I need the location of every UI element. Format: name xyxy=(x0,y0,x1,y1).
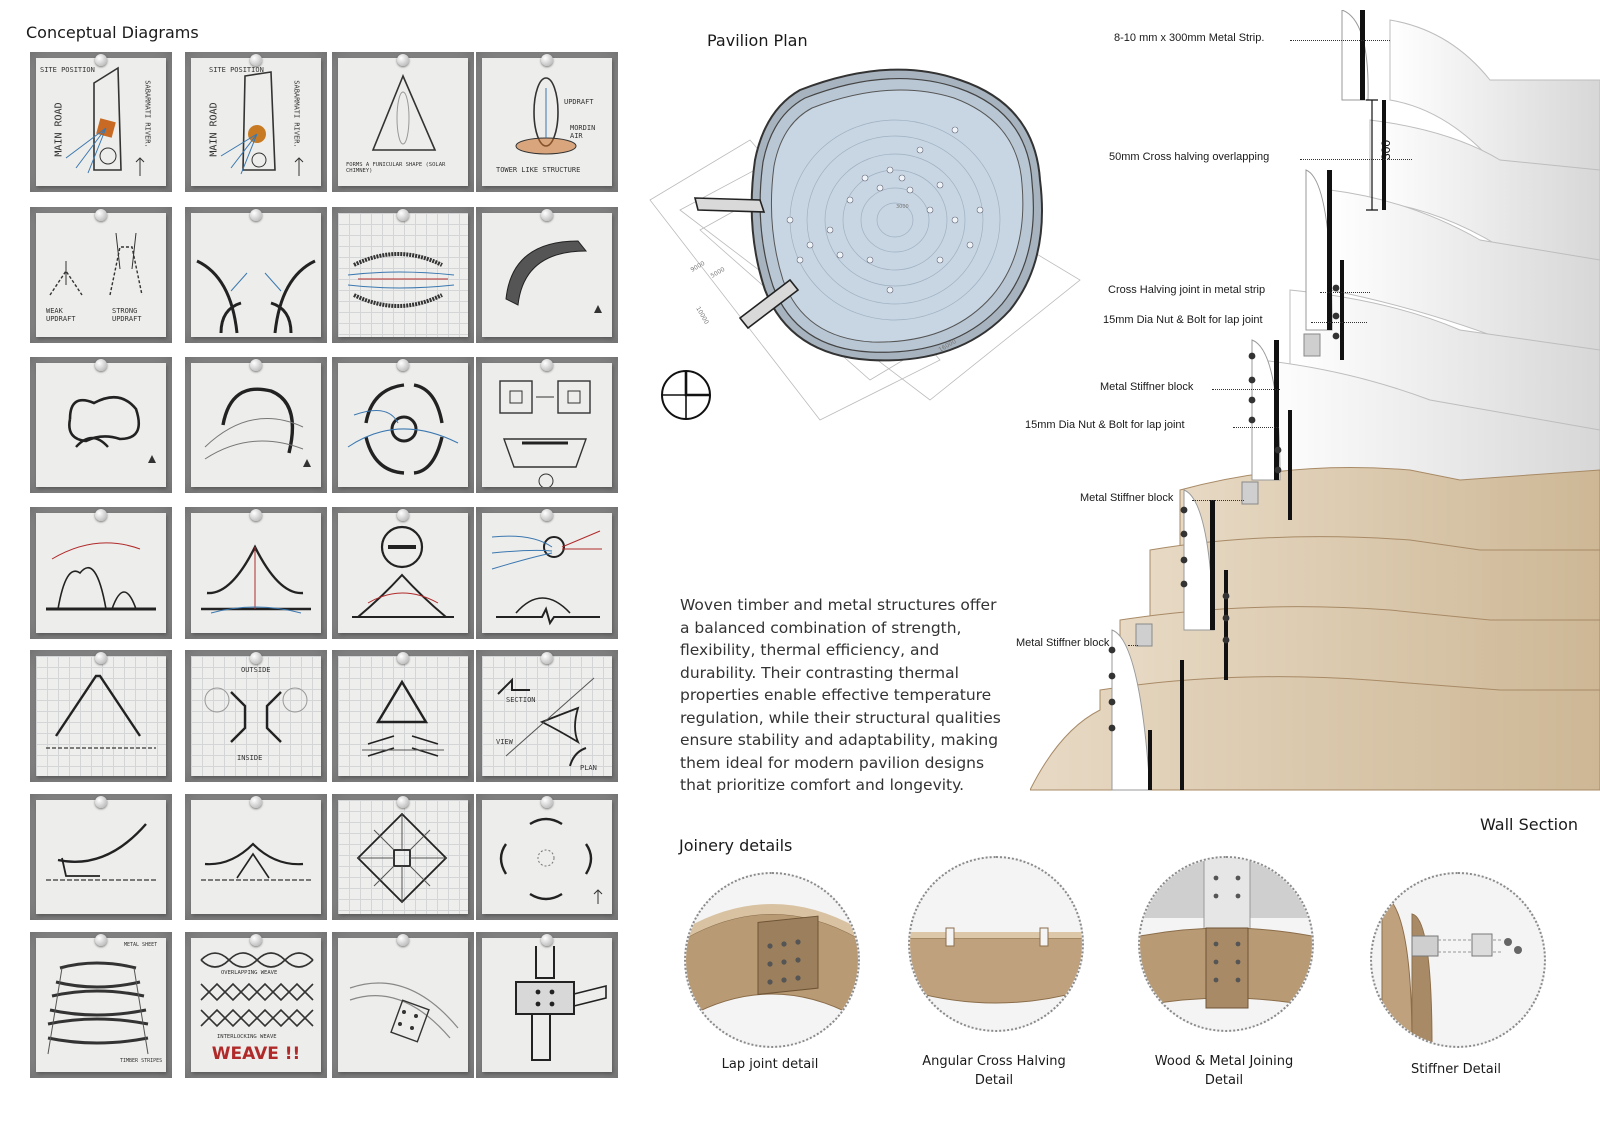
sketch-label-section: Section xyxy=(506,696,536,704)
callout-nut-bolt-1: 15mm Dia Nut & Bolt for lap joint xyxy=(1103,314,1263,326)
plan-dim-3000: 3000 xyxy=(896,204,909,210)
leader-line xyxy=(1233,427,1279,428)
stiffner-detail-image xyxy=(1370,872,1546,1048)
leader-line xyxy=(1128,645,1138,646)
sketch-arc-wall xyxy=(476,207,618,343)
sketch-square-section xyxy=(476,357,618,493)
sketch-updraft-comparison: Weak updraft Strong updraft xyxy=(30,207,172,343)
sketch-label-river: SABARMATI RIVER. xyxy=(292,80,301,148)
joinery-label-stiffner: Stiffner Detail xyxy=(1411,1062,1501,1077)
joinery-label-lap: Lap joint detail xyxy=(721,1057,819,1072)
leader-line xyxy=(1212,389,1280,390)
leader-line xyxy=(1290,40,1390,41)
sketch-label-funicular: Forms a funicular shape (solar chimney) xyxy=(346,162,446,174)
sketch-joint-block xyxy=(476,932,618,1078)
sketch-label-view: View xyxy=(496,738,513,746)
sketch-flow-lines xyxy=(332,207,474,343)
angular-cross-halving-detail-image xyxy=(908,856,1084,1032)
sketch-label-main-road: MAIN ROAD xyxy=(208,102,220,157)
sketch-label-weak-updraft: Weak updraft xyxy=(46,307,76,323)
sketch-label-main-road: MAIN ROAD xyxy=(53,102,65,157)
sketch-label-updraft: Updraft xyxy=(564,98,594,106)
plan-dim-9000: 9000 xyxy=(690,260,707,274)
sketch-label-tower: Tower like structure xyxy=(496,166,581,174)
sketch-tent-section-2 xyxy=(185,507,327,639)
sketch-label-outside: Outside xyxy=(241,666,271,674)
sketch-inside-outside: Outside Inside xyxy=(185,650,327,782)
dimension-300-label: 300 xyxy=(1379,140,1393,160)
leader-line xyxy=(1300,159,1412,160)
joinery-details-title: Joinery details xyxy=(679,836,793,855)
sketch-label-river: SABARMATI RIVER. xyxy=(143,80,152,148)
sketch-label-interlocking-weave: Interlocking weave xyxy=(217,1034,277,1040)
lap-joint-detail-image xyxy=(684,872,860,1048)
sketch-peanut-plan xyxy=(30,357,172,493)
sketch-tower-structure: Updraft Mordin Air Tower like structure xyxy=(476,52,618,192)
sketch-diamond-plan xyxy=(332,794,474,920)
wall-section-illustration: 300 xyxy=(1030,10,1600,791)
joinery-label-angular: Angular Cross Halving Detail xyxy=(922,1054,1066,1088)
sketch-curved-strip-bolts xyxy=(332,932,474,1078)
sketch-section-view-plan: Section View Plan xyxy=(476,650,618,782)
sketch-label-overlapping-weave: Overlapping weave xyxy=(221,970,278,976)
sketch-four-arcs-plan xyxy=(476,794,618,920)
pavilion-plan-title: Pavilion Plan xyxy=(707,31,808,50)
sketch-triangle-roof xyxy=(30,650,172,782)
north-arrow-icon xyxy=(661,370,711,420)
callout-cross-halving-overlap: 50mm Cross halving overlapping xyxy=(1109,151,1270,163)
plan-dim-10000: 10000 xyxy=(694,306,710,326)
conceptual-diagrams-title: Conceptual Diagrams xyxy=(26,23,199,42)
plan-dim-5000: 5000 xyxy=(710,266,727,280)
description-paragraph: Woven timber and metal structures offer … xyxy=(680,596,1001,794)
callout-stiffner-2: Metal Stiffner block xyxy=(1080,492,1174,504)
sketch-air-flow xyxy=(476,507,618,639)
callout-metal-strip: 8-10 mm x 300mm Metal Strip. xyxy=(1114,32,1265,44)
pavilion-plan-drawing: 9000 5000 10000 16000 3000 xyxy=(649,68,1081,421)
sketch-label-weave: WEAVE !! xyxy=(211,1044,301,1064)
sketch-weave-patterns: Overlapping weave Interlocking weave WEA… xyxy=(185,932,327,1078)
sketch-label-mordin-air: Mordin Air xyxy=(570,124,596,140)
sketch-canopy-curve xyxy=(30,794,172,920)
callout-stiffner-1: Metal Stiffner block xyxy=(1100,381,1194,393)
sketch-label-site-position: Site Position xyxy=(209,66,264,74)
sketch-label-strong-updraft: Strong updraft xyxy=(112,307,142,323)
sketch-vortex-plan xyxy=(332,357,474,493)
sketch-tent-section-1 xyxy=(30,507,172,639)
sketch-triangle-tower xyxy=(332,650,474,782)
sketch-funicular-shape: Forms a funicular shape (solar chimney) xyxy=(332,52,474,192)
sketch-label-timber-stripes: Timber stripes xyxy=(120,1058,163,1064)
sketch-peak-canopy xyxy=(185,794,327,920)
joinery-label-wood-metal: Wood & Metal Joining Detail xyxy=(1154,1054,1294,1088)
sketch-label-metal-sheet: Metal sheet xyxy=(124,942,158,948)
sketch-label-inside: Inside xyxy=(237,754,263,762)
leader-line xyxy=(1192,500,1244,501)
sketch-label-plan: Plan xyxy=(580,764,597,772)
sketch-wind-deflector xyxy=(185,357,327,493)
callout-stiffner-3: Metal Stiffner block xyxy=(1016,637,1110,649)
sketch-label-site-position: Site Position xyxy=(40,66,95,74)
wood-metal-joining-detail-image xyxy=(1138,856,1314,1032)
leader-line xyxy=(1311,322,1367,323)
sketch-woven-tower: Metal sheet Timber stripes xyxy=(30,932,172,1078)
sketch-site-plan-2: Site Position MAIN ROAD SABARMATI RIVER. xyxy=(185,52,327,192)
wall-section-title: Wall Section xyxy=(1480,815,1579,834)
sketch-circle-section xyxy=(332,507,474,639)
leader-line xyxy=(1320,292,1370,293)
callout-nut-bolt-2: 15mm Dia Nut & Bolt for lap joint xyxy=(1025,419,1185,431)
sketch-site-plan-1: Site Position MAIN ROAD SABARMATI RIVER. xyxy=(30,52,172,192)
sketch-curved-walls xyxy=(185,207,327,343)
callout-cross-halving-joint: Cross Halving joint in metal strip xyxy=(1108,284,1266,296)
